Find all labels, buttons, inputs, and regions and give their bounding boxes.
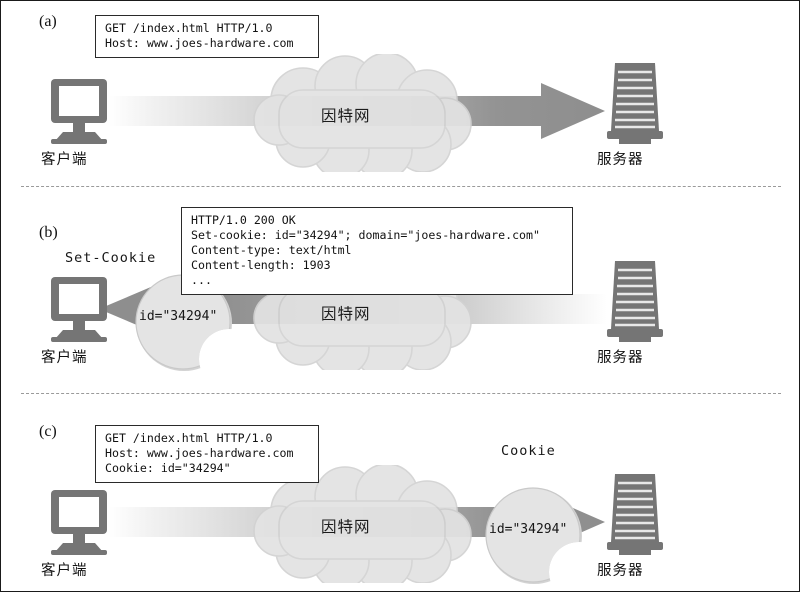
panel-b-cookie-caption: Set-Cookie [65,250,157,266]
panel-b: (b) [1,187,799,394]
panel-c-server-icon [607,474,663,555]
panel-c-server-label: 服务器 [597,563,644,579]
panel-b-cloud-label: 因特网 [321,305,371,323]
panel-c-cookie-icon [485,487,582,584]
panel-a-client-icon [51,79,107,144]
panel-b-client-label: 客户端 [41,350,88,366]
panel-a-server-label: 服务器 [597,152,644,168]
panel-c-request-message: GET /index.html HTTP/1.0 Host: www.joes-… [95,425,319,484]
panel-a-server-icon [607,63,663,144]
panel-divider-2 [21,393,781,394]
panel-b-label: (b) [39,224,58,241]
panel-a-client-label: 客户端 [41,152,88,168]
panel-c-internet-cloud [253,465,472,583]
panel-divider-1 [21,186,781,187]
panel-b-cookie-value: id="34294" [139,309,218,324]
panel-c-client-icon [51,490,107,555]
panel-c-cookie-caption: Cookie [501,443,556,459]
panel-c-cookie-value: id="34294" [489,522,568,537]
panel-c-cloud-label: 因特网 [321,518,371,536]
panel-a-cloud-label: 因特网 [321,107,371,125]
panel-b-client-icon [51,277,107,342]
panel-b-server-label: 服务器 [597,350,644,366]
panel-a-request-message: GET /index.html HTTP/1.0 Host: www.joes-… [95,15,319,59]
panel-a: (a) [1,1,799,187]
panel-c-label: (c) [39,423,57,440]
panel-b-response-message: HTTP/1.0 200 OK Set-cookie: id="34294"; … [181,207,573,296]
panel-c: (c) [1,394,799,591]
panel-a-internet-cloud [253,54,472,172]
panel-a-label: (a) [39,13,57,30]
panel-b-cookie-icon [135,274,232,371]
panel-c-client-label: 客户端 [41,563,88,579]
panel-b-server-icon [607,261,663,342]
